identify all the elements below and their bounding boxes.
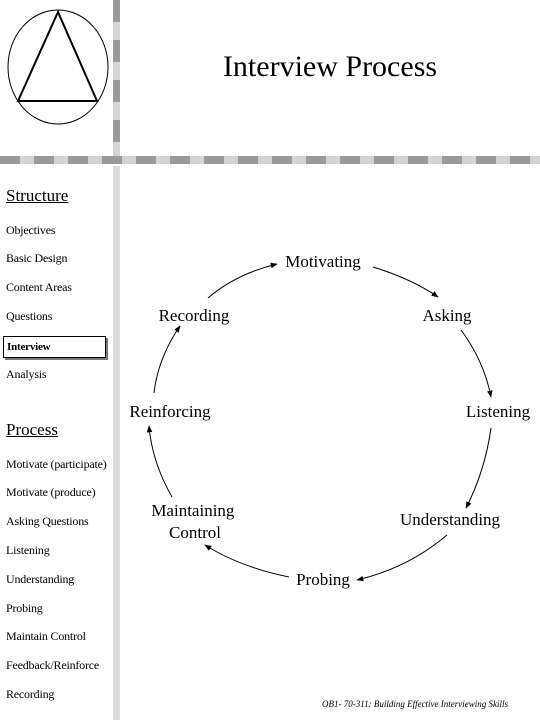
sidebar-item-motivate-produce[interactable]: Motivate (produce): [6, 485, 96, 499]
node-asking: Asking: [422, 306, 472, 325]
sidebar-item-questions[interactable]: Questions: [6, 309, 53, 323]
sidebar-item-basic-design[interactable]: Basic Design: [6, 251, 68, 265]
node-maintaining-control: Maintaining Control: [151, 501, 238, 542]
arrow-reinforcing-to-recording: [153, 325, 181, 394]
node-maintaining-control-line-2: Control: [169, 523, 221, 542]
sidebar-item-asking-questions[interactable]: Asking Questions: [6, 514, 89, 528]
arrow-understanding-to-probing: [356, 534, 448, 582]
arrow-recording-to-motivating: [207, 262, 278, 299]
sidebar-item-objectives[interactable]: Objectives: [6, 223, 56, 237]
process-heading: Process: [6, 420, 58, 439]
arrow-motivating-to-asking: [372, 266, 439, 298]
sidebar-item-content-areas[interactable]: Content Areas: [6, 280, 72, 294]
arrow-asking-to-listening: [460, 329, 493, 398]
top-vertical-divider: [113, 0, 120, 160]
arrow-listening-to-understanding: [465, 427, 492, 509]
sidebar-item-listening[interactable]: Listening: [6, 543, 50, 557]
header-divider: [0, 156, 540, 164]
node-motivating: Motivating: [285, 252, 361, 271]
triangle-in-circle-icon: [7, 9, 109, 125]
sidebar-item-recording[interactable]: Recording: [6, 687, 55, 701]
node-understanding: Understanding: [400, 510, 501, 529]
sidebar-divider: [113, 166, 120, 720]
structure-heading: Structure: [6, 186, 69, 205]
page-title: Interview Process: [222, 50, 438, 83]
node-reinforcing: Reinforcing: [129, 402, 211, 421]
node-probing: Probing: [296, 570, 350, 589]
arrow-maintaining-control-to-reinforcing: [146, 425, 173, 498]
sidebar-item-analysis[interactable]: Analysis: [6, 367, 47, 381]
sidebar-item-motivate-participate[interactable]: Motivate (participate): [6, 457, 107, 471]
node-maintaining-control-line-1: Maintaining: [151, 501, 235, 520]
node-recording: Recording: [159, 306, 230, 325]
sidebar-item-probing[interactable]: Probing: [6, 601, 43, 615]
footer-course-label: OB1- 70-311: Building Effective Intervie…: [322, 699, 509, 709]
sidebar-item-maintain-control[interactable]: Maintain Control: [6, 629, 86, 643]
sidebar-item-feedback-reinforce[interactable]: Feedback/Reinforce: [6, 658, 100, 672]
arrow-probing-to-maintaining-control: [204, 544, 290, 578]
node-listening: Listening: [466, 402, 531, 421]
sidebar-item-understanding[interactable]: Understanding: [6, 572, 75, 586]
sidebar-item-interview[interactable]: Interview: [3, 336, 106, 358]
